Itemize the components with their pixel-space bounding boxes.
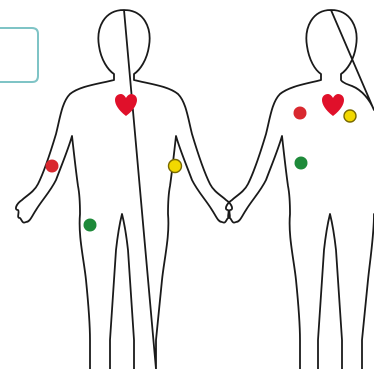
heart-icon xyxy=(322,94,344,116)
green-electrode xyxy=(84,219,97,232)
yellow-electrode xyxy=(344,110,356,122)
right-figure xyxy=(226,10,374,369)
green-electrode xyxy=(295,157,308,170)
red-electrode xyxy=(294,107,307,120)
right-figure-outline xyxy=(226,10,374,369)
yellow-electrode xyxy=(169,160,182,173)
left-figure-outline xyxy=(16,10,232,369)
red-electrode xyxy=(46,160,59,173)
callout-box xyxy=(0,28,38,82)
left-figure xyxy=(16,10,232,369)
